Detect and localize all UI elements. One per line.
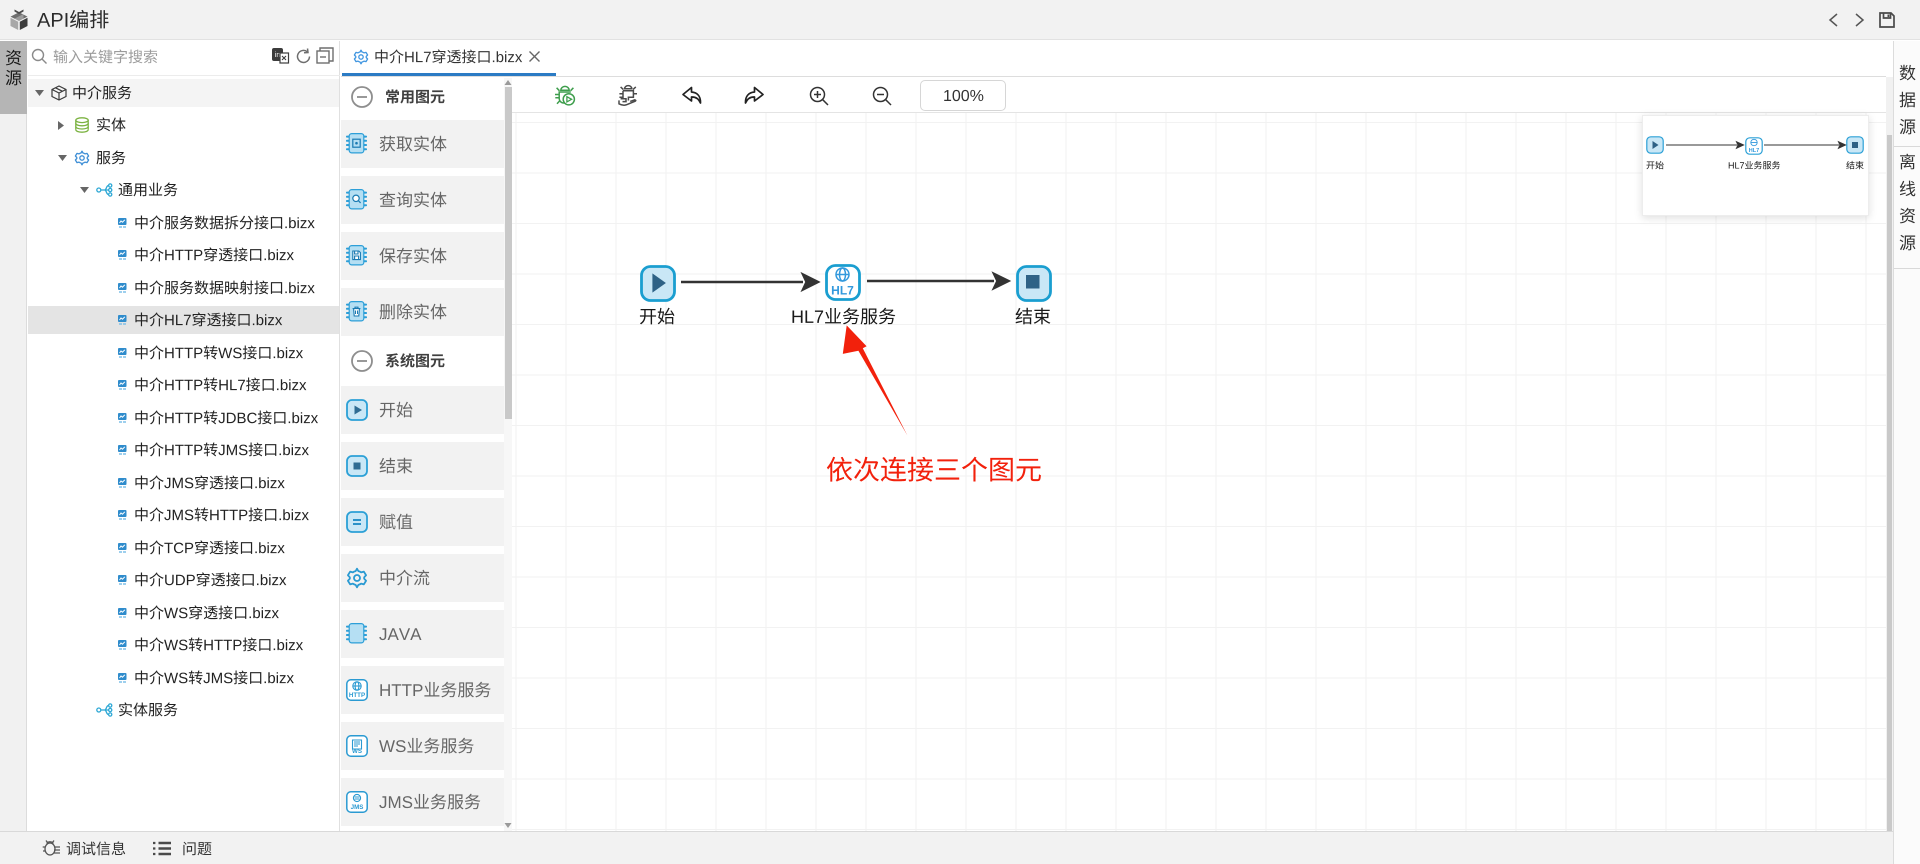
svg-text:HL7: HL7 bbox=[831, 284, 854, 298]
svg-text:WS: WS bbox=[352, 748, 362, 755]
svg-text:HTTP: HTTP bbox=[349, 692, 365, 699]
svg-text:in: in bbox=[275, 52, 281, 59]
svg-text:HL7: HL7 bbox=[1749, 148, 1759, 154]
svg-text:JMS: JMS bbox=[351, 804, 364, 811]
